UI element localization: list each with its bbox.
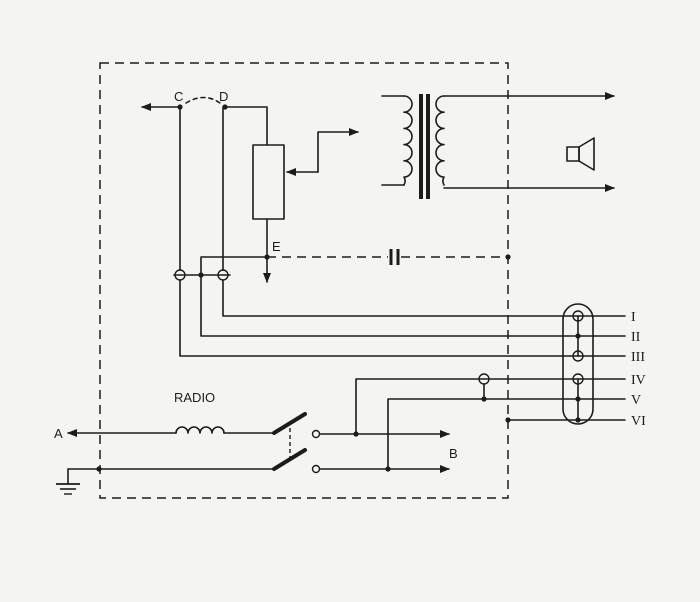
wire-b-upper-to-pin-iv	[355, 378, 579, 435]
wire-wiper-out	[317, 128, 359, 173]
radio-switch	[272, 412, 321, 474]
pin-label-iv: IV	[631, 373, 646, 388]
wire-bus-to-e	[200, 256, 268, 276]
wire-bus-to-pin-ii	[200, 274, 579, 337]
wire-d-to-potentiometer	[224, 106, 268, 146]
label-radio: RADIO	[174, 390, 215, 405]
connector-plug	[562, 303, 594, 425]
enclosure-outline	[99, 62, 509, 499]
speaker-icon	[566, 137, 595, 171]
wire-b-lower-to-pin-v	[387, 398, 579, 470]
pin-label-iii: III	[631, 350, 645, 365]
wire-c-d-link	[185, 96, 221, 104]
pin-label-i: I	[631, 310, 636, 325]
node-b-lower	[385, 466, 391, 472]
label-a: A	[54, 426, 63, 441]
node-v-bridge	[481, 396, 487, 402]
pin-label-vi: VI	[631, 414, 646, 429]
wire-c-to-pin-iii	[179, 106, 579, 357]
label-d: D	[219, 89, 228, 104]
crossover-iv	[478, 373, 490, 385]
label-c: C	[174, 89, 183, 104]
capacitor	[389, 249, 400, 265]
wire-d-to-pin-i	[222, 106, 579, 317]
node-b-upper	[353, 431, 359, 437]
node-box-right	[505, 254, 511, 260]
label-b: B	[449, 446, 458, 461]
node-pin-vi	[505, 417, 511, 423]
ground-icon	[56, 483, 80, 495]
node-ground	[96, 466, 102, 472]
potentiometer	[252, 144, 285, 220]
radio-coil	[175, 426, 225, 434]
pin-label-v: V	[631, 393, 641, 408]
label-e: E	[272, 239, 281, 254]
pin-label-ii: II	[631, 330, 641, 345]
transformer	[381, 94, 445, 199]
